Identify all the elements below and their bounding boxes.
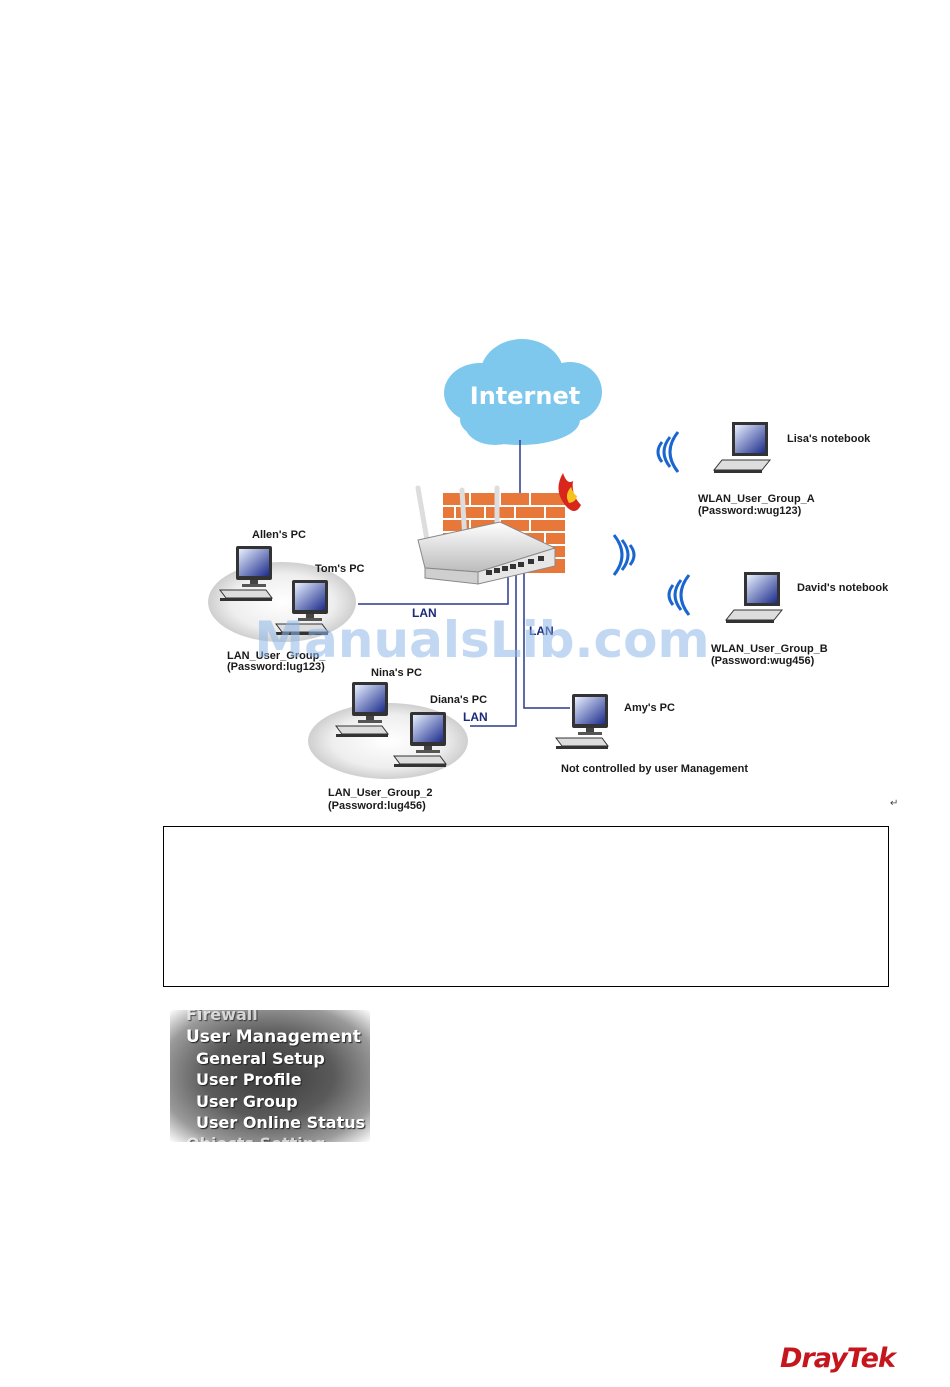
lisa-wifi-icon [656,430,680,474]
menu-header-user-management[interactable]: User Management [186,1027,361,1047]
nina-pc-label: Nina's PC [371,667,422,679]
lan-group-1-name: LAN_User_Group_ [227,650,326,662]
user-management-menu: Firewall User Management General Setup U… [170,1010,370,1142]
allen-pc-label: Allen's PC [252,529,306,541]
menu-item-objects-setting[interactable]: Objects Setting [186,1134,326,1142]
lan-group-2-password: (Password:lug456) [328,800,426,812]
allen-pc-icon [219,545,273,602]
amy-pc-icon [555,693,609,750]
menu-item-user-online-status[interactable]: User Online Status [196,1113,366,1132]
menu-item-user-group[interactable]: User Group [196,1092,298,1111]
lan-link-label-mid: LAN [463,710,488,724]
menu-item-user-profile[interactable]: User Profile [196,1070,302,1089]
router-icon [415,485,557,585]
david-wifi-icon [667,573,691,617]
diana-pc-label: Diana's PC [430,694,487,706]
lisa-notebook-label: Lisa's notebook [787,433,871,445]
note-box [163,826,889,987]
wlan-group-b-password: (Password:wug456) [711,655,815,667]
draytek-logo: DrayTek [780,1343,896,1374]
watermark: ManualsLib.com [254,611,709,669]
lan-group-1-password: (Password:lug123) [227,661,325,673]
amy-pc-label: Amy's PC [624,702,675,714]
lisa-notebook-icon [713,421,771,474]
internet-cloud [444,339,602,445]
lan-link-label-top: LAN [412,606,437,620]
david-notebook-label: David's notebook [797,582,889,594]
lan-link-label-cut: LAN [529,624,554,638]
internet-label: Internet [470,382,580,410]
network-links [358,440,570,727]
router-wifi-icon [612,533,636,577]
tom-pc-label: Tom's PC [315,563,365,575]
lan-group-2-name: LAN_User_Group_2 [328,787,433,799]
return-mark: ↵ [890,798,899,809]
amy-note: Not controlled by user Management [561,763,748,775]
wlan-group-b-name: WLAN_User_Group_B [711,643,828,655]
network-diagram: Internet [208,339,889,812]
david-notebook-icon [725,571,783,624]
menu-item-general-setup[interactable]: General Setup [196,1049,325,1068]
wlan-group-a-name: WLAN_User_Group_A [698,493,815,505]
wlan-group-a-password: (Password:wug123) [698,505,802,517]
menu-item-firewall[interactable]: Firewall [186,1010,258,1024]
